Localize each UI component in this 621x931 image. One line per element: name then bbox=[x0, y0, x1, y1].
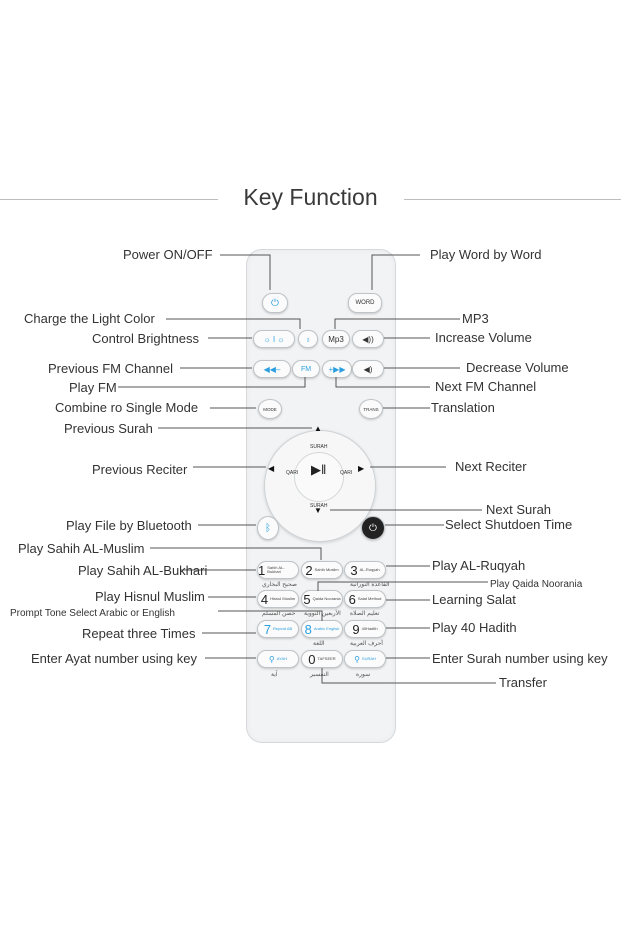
rewind-icon: ◀◀– bbox=[263, 364, 281, 374]
label-translation: Translation bbox=[431, 400, 495, 415]
label-word-by-word: Play Word by Word bbox=[430, 247, 542, 262]
play-pause-icon: ▶‖ bbox=[311, 462, 327, 477]
label-salat: Learning Salat bbox=[432, 592, 516, 607]
label-ayat: Enter Ayat number using key bbox=[31, 651, 197, 666]
next-fm-button[interactable]: +▶▶ bbox=[322, 360, 352, 378]
arabic-label: حصن المسلم bbox=[262, 611, 296, 617]
word-button[interactable]: WORD bbox=[348, 293, 382, 313]
bluetooth-icon: ᛒ bbox=[265, 522, 271, 534]
label-next-fm: Next FM Channel bbox=[435, 379, 537, 394]
arabic-label: أحرف العربية bbox=[350, 641, 383, 647]
arrow-left-icon: ◀ bbox=[268, 464, 275, 473]
power-icon: ⏻ bbox=[271, 297, 279, 309]
speaker-icon: ◀) bbox=[363, 364, 373, 374]
arrow-right-icon: ▶ bbox=[358, 464, 365, 473]
dpad-qari-right: QARI bbox=[340, 470, 353, 476]
label-sahih-muslim: Play Sahih AL-Muslim bbox=[18, 541, 145, 556]
arrow-up-icon: ▲ bbox=[314, 424, 322, 433]
label-prev-surah: Previous Surah bbox=[64, 421, 153, 436]
power-button[interactable]: ⏻ bbox=[262, 293, 288, 313]
label-ruqyah: Play AL-Ruqyah bbox=[432, 558, 526, 573]
surah-button[interactable]: ⚲SURAH bbox=[344, 650, 386, 668]
dpad-surah-top: SURAH bbox=[310, 444, 328, 450]
label-prompt-tone: Prompt Tone Select Arabic or English bbox=[10, 608, 175, 619]
arabic-label: تعليم الصلاة bbox=[350, 611, 380, 617]
label-mp3: MP3 bbox=[462, 311, 489, 326]
label-increase-volume: Increase Volume bbox=[435, 330, 532, 345]
arabic-label: اللغة bbox=[313, 641, 325, 647]
light-color-button[interactable]: ♁ bbox=[298, 330, 318, 348]
bluetooth-button[interactable]: ᛒ bbox=[257, 516, 279, 540]
arabic-label: التفسير bbox=[310, 672, 329, 678]
label-bluetooth: Play File by Bluetooth bbox=[66, 518, 192, 533]
label-surah-number: Enter Surah number using key bbox=[432, 651, 608, 666]
power-icon: ⏻ bbox=[369, 522, 377, 534]
label-qaida: Play Qaida Noorania bbox=[490, 579, 583, 590]
label-brightness: Control Brightness bbox=[92, 331, 199, 346]
search-icon: ⚲ bbox=[268, 654, 275, 664]
label-next-surah: Next Surah bbox=[486, 502, 552, 517]
label-prev-reciter: Previous Reciter bbox=[92, 462, 188, 477]
label-power: Power ON/OFF bbox=[123, 247, 213, 262]
arabic-label: سورة bbox=[356, 672, 371, 678]
brightness-icon: ☼ ǀ ☼ bbox=[263, 334, 285, 344]
label-shutdown: Select Shutdoen Time bbox=[445, 517, 573, 532]
arabic-label: صحيح البخاري bbox=[262, 582, 297, 588]
mp3-button[interactable]: Mp3 bbox=[322, 330, 350, 348]
ayah-button[interactable]: ⚲AYAH bbox=[257, 650, 299, 668]
play-pause-button[interactable] bbox=[294, 452, 344, 502]
shutdown-button[interactable]: ⏻ bbox=[361, 516, 385, 540]
title-rule-right bbox=[404, 199, 621, 200]
dpad-qari-left: QARI bbox=[286, 470, 299, 476]
label-next-reciter: Next Reciter bbox=[455, 459, 527, 474]
speaker-loud-icon: ◀)) bbox=[362, 334, 374, 344]
volume-up-button[interactable]: ◀)) bbox=[352, 330, 384, 348]
mode-button[interactable]: MODE bbox=[258, 399, 282, 419]
label-repeat: Repeat three Times bbox=[82, 626, 196, 641]
label-transfer: Transfer bbox=[499, 675, 547, 690]
arabic-label: آية bbox=[271, 672, 278, 678]
search-icon: ⚲ bbox=[354, 654, 360, 664]
label-combine-mode: Combine ro Single Mode bbox=[55, 400, 199, 415]
label-sahih-bukhari: Play Sahih AL-Bukhari bbox=[78, 563, 208, 578]
dpad-surah-bottom: SURAH bbox=[310, 503, 328, 509]
fast-forward-icon: +▶▶ bbox=[328, 364, 346, 374]
arrow-down-icon: ▼ bbox=[314, 506, 322, 515]
trans-button[interactable]: TRANS bbox=[359, 399, 383, 419]
label-hisnul-muslim: Play Hisnul Muslim bbox=[95, 589, 205, 604]
label-decrease-volume: Decrease Volume bbox=[466, 360, 569, 375]
prev-fm-button[interactable]: ◀◀– bbox=[253, 360, 291, 378]
volume-down-button[interactable]: ◀) bbox=[352, 360, 384, 378]
page-title: Key Function bbox=[243, 184, 378, 210]
label-light-color: Charge the Light Color bbox=[24, 311, 155, 326]
brightness-buttons[interactable]: ☼ ǀ ☼ bbox=[253, 330, 295, 348]
label-prev-fm: Previous FM Channel bbox=[48, 361, 173, 376]
label-hadith: Play 40 Hadith bbox=[432, 620, 517, 635]
label-play-fm: Play FM bbox=[69, 380, 117, 395]
fm-button[interactable]: FM bbox=[292, 360, 320, 378]
arabic-label: القاعدة النورانية bbox=[350, 582, 390, 588]
title-rule-left bbox=[0, 199, 218, 200]
bulb-icon: ♁ bbox=[305, 334, 311, 344]
